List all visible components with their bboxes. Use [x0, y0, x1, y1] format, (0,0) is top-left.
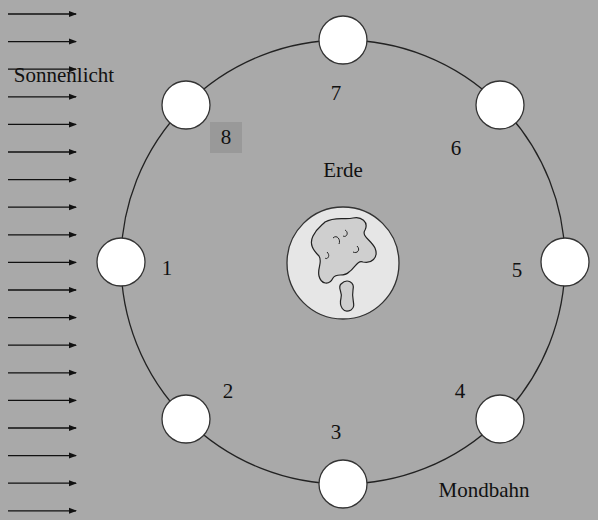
callout-number: 8	[210, 122, 243, 153]
earth-label: Erde	[283, 160, 403, 181]
moon	[476, 395, 524, 443]
callout-number: 7	[331, 83, 342, 104]
callout-number: 4	[455, 381, 466, 402]
moon	[476, 81, 524, 129]
orbit-label: Mondbahn	[439, 480, 530, 501]
sunlight-label: Sonnenlicht	[14, 65, 114, 86]
moon-circles	[97, 16, 589, 508]
moon	[541, 238, 589, 286]
callout-number: 2	[223, 381, 234, 402]
moon	[162, 395, 210, 443]
sunlight-arrows	[8, 14, 76, 511]
callout-number: 1	[162, 258, 173, 279]
moon	[319, 16, 367, 64]
earth-node: Erde	[283, 160, 403, 322]
callout-number: 3	[331, 422, 342, 443]
callout-number: 5	[512, 260, 523, 281]
callout-number: 6	[451, 138, 462, 159]
moon	[97, 238, 145, 286]
earth-globe	[283, 160, 403, 322]
moon	[162, 81, 210, 129]
moon	[319, 460, 367, 508]
moon-orbit	[121, 40, 565, 484]
